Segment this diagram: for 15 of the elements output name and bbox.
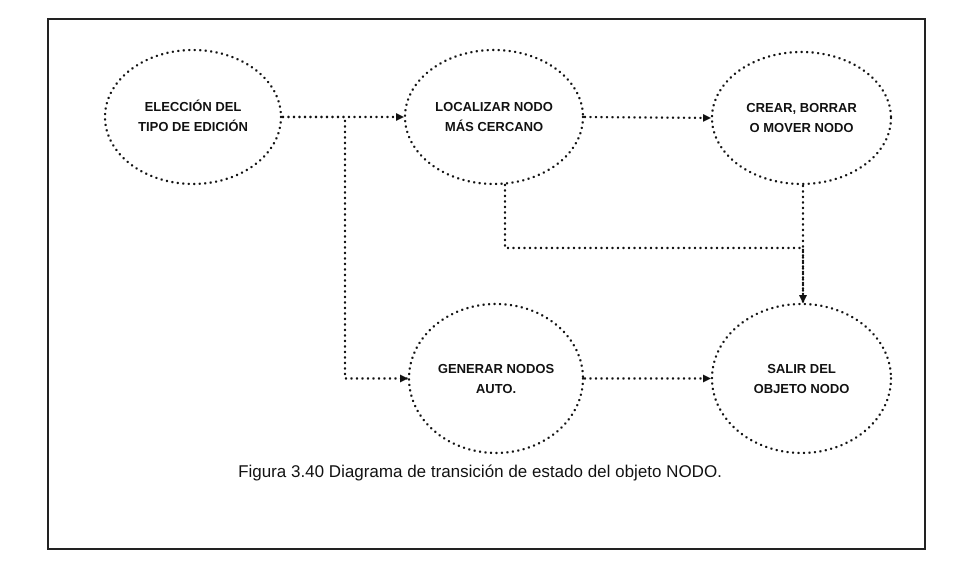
state-ellipse <box>407 302 585 455</box>
state-ellipse <box>710 50 893 186</box>
state-label: ELECCIÓN DEL TIPO DE EDICIÓN <box>137 98 249 136</box>
state-ellipse <box>103 48 283 186</box>
state-ellipse <box>403 48 585 186</box>
dotted-arrow <box>584 114 712 122</box>
figure-caption: Figura 3.40 Diagrama de transición de estado del objeto NODO. <box>237 461 723 483</box>
dotted-arrow <box>584 374 712 382</box>
state-label: SALIR DEL OBJETO NODO <box>752 360 850 398</box>
state-ellipse <box>710 302 893 455</box>
dotted-arrow <box>282 116 408 382</box>
state-label: CREAR, BORRAR O MOVER NODO <box>745 99 858 137</box>
state-label: LOCALIZAR NODO MÁS CERCANO <box>434 98 554 136</box>
dotted-arrow <box>799 184 807 304</box>
state-label: GENERAR NODOS AUTO. <box>436 360 556 398</box>
